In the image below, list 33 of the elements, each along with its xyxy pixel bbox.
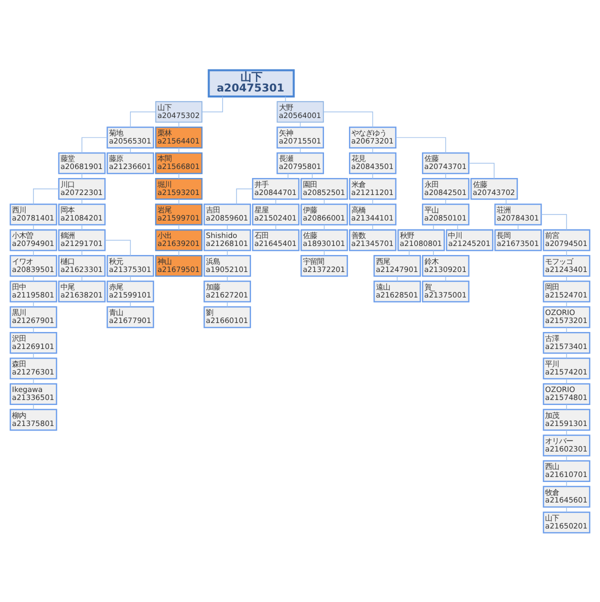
connector bbox=[540, 214, 567, 230]
connector bbox=[566, 454, 567, 461]
connector bbox=[566, 300, 567, 307]
connector bbox=[566, 326, 567, 332]
connector bbox=[33, 188, 60, 204]
connector bbox=[33, 404, 34, 410]
connector bbox=[566, 404, 567, 410]
connector bbox=[566, 429, 567, 436]
connector bbox=[130, 111, 156, 128]
connector bbox=[323, 111, 374, 128]
connector bbox=[396, 136, 446, 153]
connector bbox=[566, 378, 567, 384]
connector bbox=[566, 480, 567, 486]
connector bbox=[33, 378, 34, 384]
connector bbox=[202, 96, 223, 112]
connector bbox=[285, 96, 286, 102]
connector bbox=[33, 326, 34, 332]
connector bbox=[433, 224, 434, 230]
connector bbox=[566, 506, 567, 512]
connector bbox=[566, 250, 567, 256]
connector bbox=[566, 275, 567, 282]
connector bbox=[33, 300, 34, 307]
connector bbox=[33, 275, 34, 282]
connector bbox=[82, 136, 108, 153]
node-box: 山下 a20475301 bbox=[208, 68, 295, 97]
connector bbox=[433, 250, 434, 256]
connector bbox=[33, 352, 34, 358]
connector bbox=[566, 352, 567, 358]
connector bbox=[236, 188, 253, 204]
connector bbox=[33, 250, 34, 256]
connector bbox=[104, 239, 131, 256]
connector bbox=[33, 224, 34, 230]
connector bbox=[468, 162, 495, 178]
